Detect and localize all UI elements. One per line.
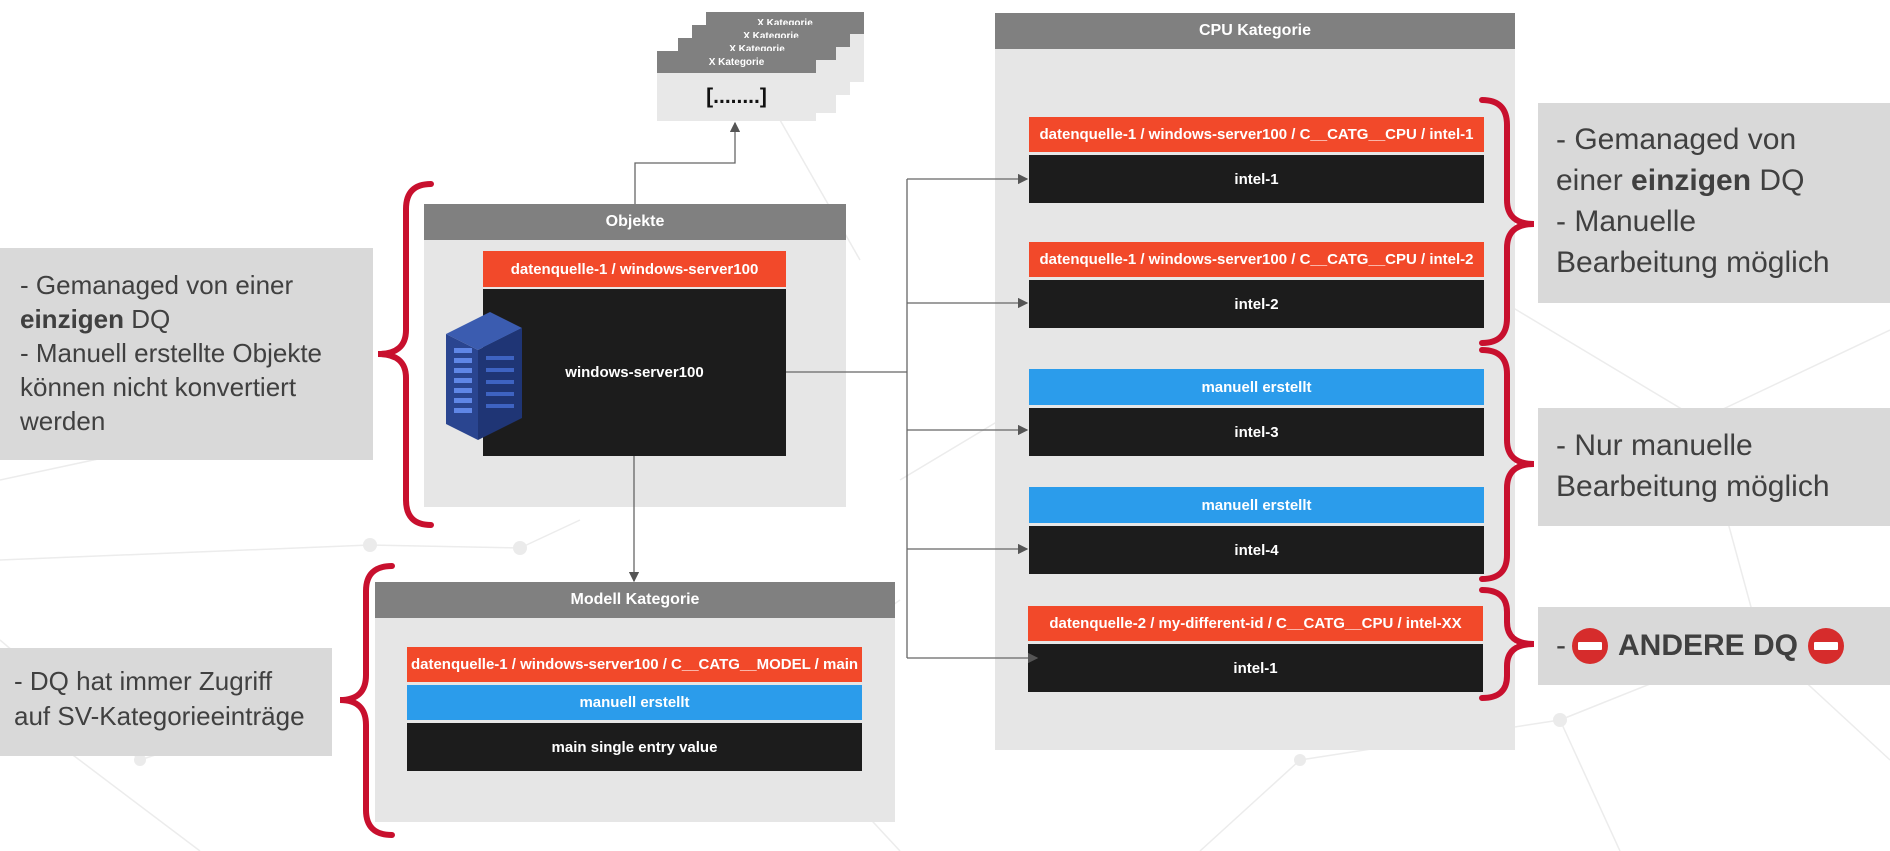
brace-modell <box>339 563 395 838</box>
note-modell-line1: - DQ hat immer Zugriff <box>14 666 273 696</box>
note-cpu-manual-line1: - Nur manuelle <box>1556 429 1753 462</box>
objekte-value: windows-server100 <box>483 289 786 456</box>
cpu-title: CPU Kategorie <box>995 13 1515 49</box>
note-cpu-other-bold: ANDERE DQ <box>1618 629 1799 662</box>
arrow-objekte-to-x-kategorie <box>634 121 741 204</box>
note-cpu-other-prefix: - <box>1556 629 1566 662</box>
note-objekte-bold: einzigen <box>20 304 125 334</box>
note-cpu-other: - ANDERE DQ <box>1538 607 1890 685</box>
x-kategorie-placeholder: [........] <box>657 73 816 121</box>
x-kategorie-card-title: X Kategorie <box>657 51 816 73</box>
no-entry-icon <box>1572 628 1608 664</box>
note-objekte-line4: können nicht konvertiert <box>20 372 297 402</box>
note-objekte: - Gemanaged von einer einzigen DQ - Manu… <box>0 248 373 460</box>
note-modell: - DQ hat immer Zugriff auf SV-Kategoriee… <box>0 648 332 756</box>
brace-cpu-other <box>1479 587 1535 701</box>
note-cpu-managed: - Gemanaged von einer einzigen DQ - Manu… <box>1538 103 1890 303</box>
x-kategorie-card-front: X Kategorie [........] <box>657 51 816 121</box>
cpu-entry-4-value: intel-4 <box>1029 526 1484 574</box>
no-entry-icon <box>1808 628 1845 664</box>
cpu-entry-5-value: intel-1 <box>1028 644 1483 692</box>
modell-source-label: datenquelle-1 / windows-server100 / C__C… <box>407 647 862 682</box>
modell-manual-label: manuell erstellt <box>407 685 862 720</box>
objekte-source-label: datenquelle-1 / windows-server100 <box>483 251 786 287</box>
note-modell-line2: auf SV-Kategorieeinträge <box>14 701 305 731</box>
note-cpu-managed-bold: einzigen <box>1631 164 1752 197</box>
note-cpu-manual-line2: Bearbeitung möglich <box>1556 470 1830 503</box>
brace-cpu-manual <box>1479 347 1535 582</box>
brace-cpu-managed <box>1479 97 1535 346</box>
note-cpu-managed-line3: - Manuelle <box>1556 205 1697 238</box>
cpu-entry-3-label: manuell erstellt <box>1029 369 1484 405</box>
note-cpu-managed-line1: - Gemanaged von <box>1556 123 1797 156</box>
note-cpu-manual: - Nur manuelle Bearbeitung möglich <box>1538 408 1890 526</box>
note-cpu-managed-line2-rest: DQ <box>1751 164 1805 197</box>
cpu-entry-4-label: manuell erstellt <box>1029 487 1484 523</box>
brace-objekte <box>377 181 434 528</box>
cpu-entry-1-value: intel-1 <box>1029 155 1484 203</box>
modell-title: Modell Kategorie <box>375 582 895 618</box>
note-objekte-line5: werden <box>20 406 106 436</box>
cpu-entry-1-label: datenquelle-1 / windows-server100 / C__C… <box>1029 117 1484 152</box>
note-objekte-line1: - Gemanaged von einer <box>20 270 294 300</box>
cpu-entry-5-label: datenquelle-2 / my-different-id / C__CAT… <box>1028 606 1483 641</box>
modell-value: main single entry value <box>407 723 862 771</box>
note-objekte-line2: DQ <box>124 304 171 334</box>
objekte-title: Objekte <box>424 204 846 240</box>
note-cpu-managed-line2-pre: einer <box>1556 164 1632 197</box>
cpu-entry-2-value: intel-2 <box>1029 280 1484 328</box>
cpu-entry-3-value: intel-3 <box>1029 408 1484 456</box>
note-cpu-managed-line4: Bearbeitung möglich <box>1556 246 1830 279</box>
cpu-entry-2-label: datenquelle-1 / windows-server100 / C__C… <box>1029 242 1484 277</box>
note-objekte-line3: - Manuell erstellte Objekte <box>20 338 323 368</box>
